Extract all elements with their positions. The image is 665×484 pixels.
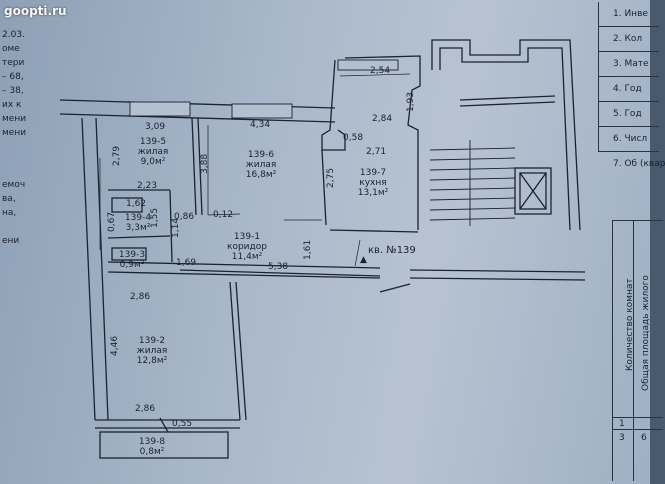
dim-2.71: 2,71 [366, 147, 387, 157]
room-area: 3,3м² [125, 223, 151, 233]
table-row: 7. Об (квар [613, 159, 665, 169]
dim-0.86: 0,86 [174, 212, 195, 222]
dim-2.86-bottom: 2,86 [135, 404, 156, 414]
table-cell: 1 [619, 419, 625, 429]
table-header-area: Общая площадь жилого [641, 275, 651, 391]
room-id: 139-7 [359, 168, 387, 178]
dim-1.69: 1,69 [176, 258, 197, 268]
room-139-7: 139-7 кухня 13,1м² [348, 168, 398, 198]
room-id: 139-2 [138, 336, 166, 346]
table-row: 2. Кол [599, 27, 659, 52]
room-area: 0,9м² [119, 260, 145, 270]
room-139-8: 139-8 0,8м² [132, 437, 172, 457]
margin-line: емоч [2, 180, 26, 190]
dim-0.12: 0,12 [213, 210, 234, 220]
margin-line: мени [2, 128, 27, 138]
margin-line: их к [2, 100, 22, 110]
margin-line: оме [2, 44, 20, 54]
table-row: 6. Числ [599, 127, 659, 152]
margin-line: – 68, [2, 72, 24, 82]
table-row: 1. Инве [599, 2, 659, 27]
info-table-top: 1. Инве 2. Кол 3. Мате 4. Год 5. Год 6. … [598, 2, 665, 169]
dim-4.34: 4,34 [250, 120, 271, 130]
room-type: жилая [137, 147, 169, 157]
room-139-6: 139-6 жилая 16,8м² [236, 150, 286, 180]
dim-0.67: 0,67 [107, 211, 117, 232]
table-cell: 6 [641, 433, 647, 443]
margin-line: 2.03. [2, 30, 25, 40]
margin-line: ени [2, 236, 20, 246]
room-139-3: 139-3 0,9м² [116, 250, 148, 270]
table-cell: 3 [619, 433, 625, 443]
room-id: 139-5 [139, 137, 167, 147]
dim-2.54: 2,54 [370, 66, 391, 76]
room-139-1: 139-1 коридор 11,4м² [222, 232, 272, 262]
table-row: 5. Год [599, 102, 659, 127]
room-area: 13,1м² [357, 188, 389, 198]
margin-line: ва, [2, 194, 16, 204]
watermark: goopti.ru [4, 4, 67, 18]
table-row: 4. Год [599, 77, 659, 102]
room-139-4: 139-4 3,3м² [120, 213, 156, 233]
apartment-label: кв. №139 [368, 245, 416, 256]
svg-text:▲: ▲ [360, 255, 367, 265]
room-id: 139-6 [247, 150, 275, 160]
dim-2.75: 2,75 [326, 167, 336, 188]
room-area: 9,0м² [140, 157, 166, 167]
dim-3.88: 3,88 [200, 153, 210, 174]
dim-2.84: 2,84 [372, 114, 393, 124]
room-area: 11,4м² [231, 252, 263, 262]
dim-5.38: 5,38 [268, 262, 289, 272]
info-table-bottom: Количество комнат Общая площадь жилого 1… [612, 220, 663, 481]
room-type: кухня [359, 178, 387, 188]
room-id: 139-1 [233, 232, 261, 242]
margin-line: тери [2, 58, 25, 68]
room-area: 16,8м² [245, 170, 277, 180]
dim-4.46: 4,46 [110, 335, 120, 356]
room-type: жилая [136, 346, 168, 356]
dim-3.09: 3,09 [145, 122, 166, 132]
dim-0.58: 0,58 [343, 133, 364, 143]
dim-2.86-top: 2,86 [130, 292, 151, 302]
dim-2.23: 2,23 [137, 181, 158, 191]
dim-1.14: 1,14 [171, 217, 181, 238]
room-id: 139-4 [124, 213, 152, 223]
room-139-5: 139-5 жилая 9,0м² [130, 137, 176, 167]
margin-line: на, [2, 208, 17, 218]
margin-line: – 38, [2, 86, 24, 96]
room-type: жилая [245, 160, 277, 170]
room-area: 0,8м² [139, 447, 165, 457]
dim-1.61: 1,61 [303, 239, 313, 260]
room-type: коридор [227, 242, 267, 252]
room-139-2: 139-2 жилая 12,8м² [126, 336, 178, 366]
room-area: 12,8м² [136, 356, 168, 366]
dim-0.55: 0,55 [172, 419, 193, 429]
room-id: 139-3 [118, 250, 146, 260]
dim-2.79: 2,79 [112, 145, 122, 166]
table-row: 3. Мате [599, 52, 659, 77]
dim-1.93: 1,93 [406, 91, 416, 112]
floor-plan: ▲ [59, 39, 586, 459]
dim-1.62: 1,62 [126, 199, 147, 209]
room-id: 139-8 [138, 437, 166, 447]
margin-line: мени [2, 114, 27, 124]
